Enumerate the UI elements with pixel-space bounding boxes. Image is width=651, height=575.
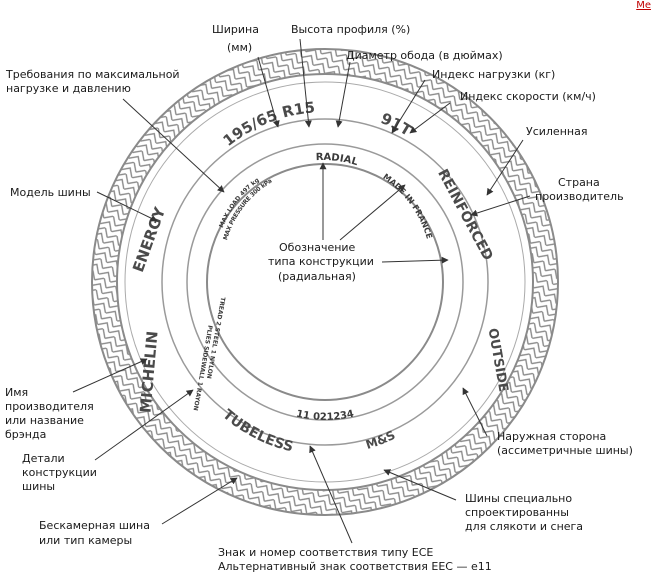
label-snow-3: для слякоти и снега <box>465 520 583 533</box>
label-maker-2: производителя <box>5 400 94 413</box>
label-ece-2: Альтернативный знак соответствия EEC — e… <box>218 560 492 573</box>
label-rim: Диаметр обода (в дюймах) <box>346 49 503 62</box>
label-maker-4: брэнда <box>5 428 46 441</box>
label-construction-3: (радиальная) <box>278 270 356 283</box>
label-width-2: (мм) <box>227 41 252 54</box>
label-maker-1: Имя <box>5 386 28 399</box>
svg-text:11 021234: 11 021234 <box>295 409 355 423</box>
tire-ece-number-text: 11 021234 <box>295 409 355 423</box>
label-maker-3: или название <box>5 414 84 427</box>
callout-labels: Ширина (мм) Высота профиля (%) Диаметр о… <box>5 23 633 573</box>
label-reinforced: Усиленная <box>526 125 587 138</box>
label-width-1: Ширина <box>212 23 259 36</box>
corner-menu-link[interactable]: Me <box>636 0 651 11</box>
label-ece-1: Знак и номер соответствия типу ECE <box>218 546 433 559</box>
label-country-2: производитель <box>535 190 624 203</box>
label-outside-2: (ассиметричные шины) <box>497 444 633 457</box>
label-country-1: Страна <box>558 176 600 189</box>
label-tubeless-2: или тип камеры <box>39 534 132 547</box>
label-tubeless-1: Бескамерная шина <box>39 519 150 532</box>
label-snow-1: Шины специально <box>465 492 572 505</box>
label-load-index: Индекс нагрузки (кг) <box>432 68 555 81</box>
label-speed-index: Индекс скорости (км/ч) <box>460 90 596 103</box>
tire-outline <box>91 48 559 516</box>
label-profile: Высота профиля (%) <box>291 23 410 36</box>
label-details-2: конструкции <box>22 466 97 479</box>
label-details-3: шины <box>22 480 55 493</box>
label-outside-1: Наружная сторона <box>497 430 606 443</box>
label-max-load-2: нагрузке и давлению <box>6 82 131 95</box>
label-details-1: Детали <box>22 452 65 465</box>
label-model: Модель шины <box>10 186 91 199</box>
label-construction-1: Обозначение <box>279 241 356 254</box>
label-max-load-1: Требования по максимальной <box>5 68 180 81</box>
label-construction-2: типа конструкции <box>268 255 374 268</box>
label-snow-2: спроектированны <box>465 506 569 519</box>
callout-arrows <box>72 38 531 544</box>
